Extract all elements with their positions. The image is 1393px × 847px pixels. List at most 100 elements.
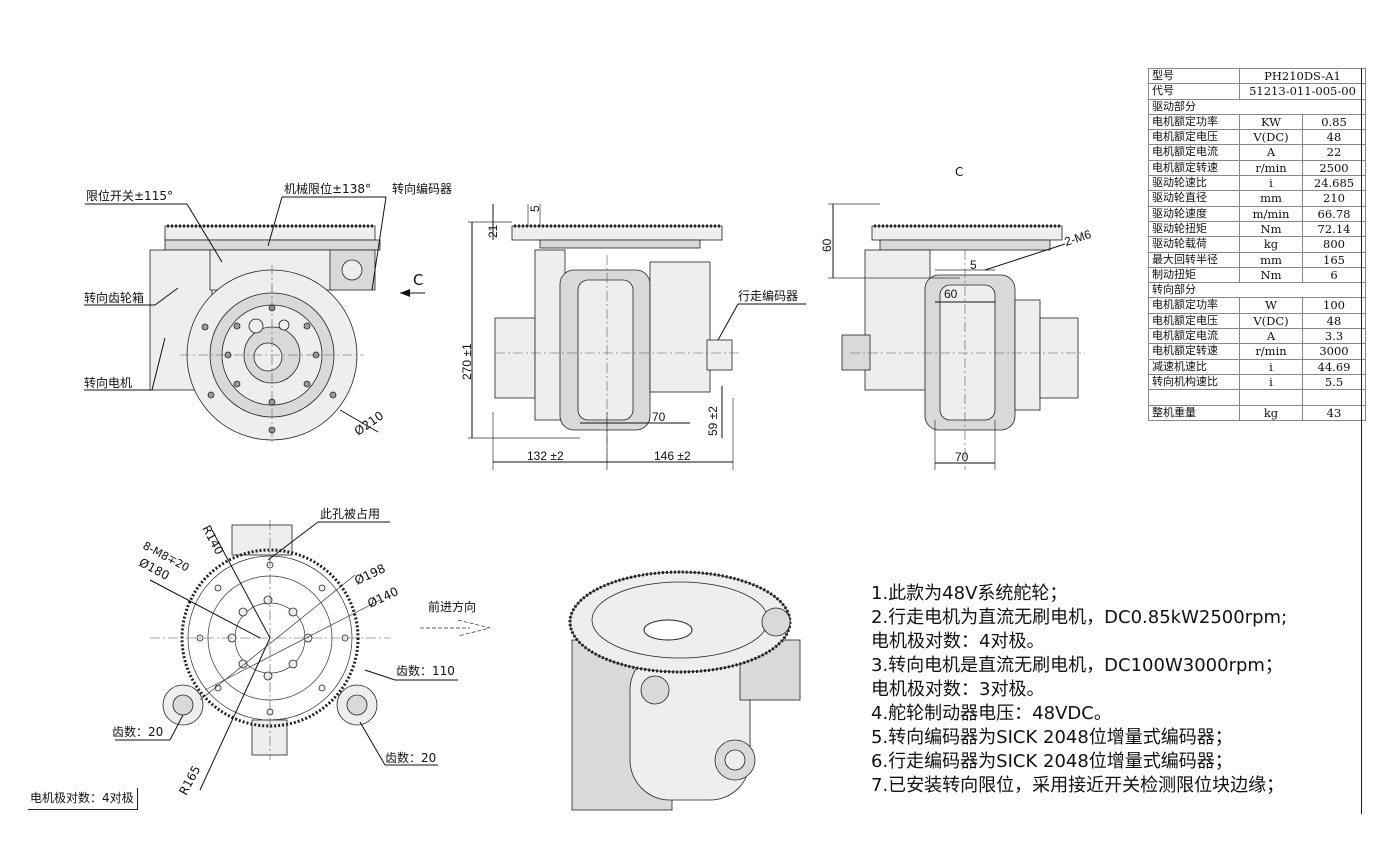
dim-5: 5	[528, 205, 542, 212]
table-row: 转向部分	[1148, 282, 1366, 299]
steer-row-name: 转向机构速比	[1148, 373, 1240, 391]
drive-row-value: 22	[1302, 144, 1366, 161]
weight-row-value: 43	[1302, 404, 1366, 421]
limit-switch-label: 限位开关±115°	[86, 188, 173, 203]
dim-59: 59 ±2	[706, 406, 720, 436]
table-row: 代号 51213-011-005-00	[1148, 83, 1366, 100]
drive-row-name: 电机额定电流	[1148, 144, 1240, 161]
steer-row-unit: A	[1239, 328, 1303, 345]
drive-row-unit: Nm	[1239, 220, 1303, 238]
note-line: 7.已安装转向限位，采用接近开关检测限位块边缘；	[871, 775, 1285, 796]
drive-row-value: 72.14	[1302, 220, 1366, 238]
steer-row-name: 电机额定转速	[1148, 343, 1240, 360]
side-view: 限位开关±115° 机械限位±138° 转向编码器 转向齿轮箱 转向电机 C Ø…	[84, 181, 452, 445]
front-view: 21 5 270 ±1 70 59 ±2 132 ±2 146 ±2 行走编码器	[460, 204, 806, 470]
note-line: 电机极对数：3对极。	[871, 679, 1045, 700]
d140-label: Ø140	[365, 584, 400, 610]
code-value: 51213-011-005-00	[1239, 83, 1366, 100]
steer-section-label: 转向部分	[1148, 282, 1366, 299]
dim-21: 21	[486, 224, 500, 238]
c-thread-label: 2-M6	[1063, 227, 1094, 249]
steer-row-name: 减速机速比	[1148, 358, 1240, 375]
note-line: 5.转向编码器为SICK 2048位增量式编码器；	[871, 727, 1233, 748]
drive-row-unit: mm	[1239, 251, 1303, 268]
drive-row-unit: mm	[1239, 190, 1303, 207]
c-dim-70: 70	[955, 450, 969, 464]
code-label: 代号	[1148, 83, 1240, 100]
drive-row-unit: r/min	[1239, 159, 1303, 177]
steer-row-value: 5.5	[1302, 373, 1366, 391]
table-row	[1148, 389, 1366, 406]
note-line: 1.此款为48V系统舵轮；	[871, 583, 1068, 604]
view-c-arrow-label: C	[413, 271, 423, 289]
steer-encoder-label: 转向编码器	[392, 181, 452, 196]
r165-label: R165	[176, 763, 203, 797]
steer-gearbox-label: 转向齿轮箱	[84, 290, 144, 305]
drive-row-unit: Nm	[1239, 266, 1303, 284]
note-line: 4.舵轮制动器电压：48VDC。	[871, 703, 1112, 724]
travel-encoder-label: 行走编码器	[738, 288, 798, 303]
dim-132: 132 ±2	[527, 449, 564, 463]
c-view: C 60 5 60 70 2-M6	[820, 165, 1093, 470]
top-view: R140 8-M8∓20 Ø180 此孔被占用 Ø198 Ø140 前进方向 齿…	[112, 506, 491, 797]
c-dim-5: 5	[970, 258, 977, 272]
teeth-20-left-label: 齿数：20	[112, 724, 163, 739]
note-line: 3.转向电机是直流无刷电机，DC100W3000rpm；	[871, 655, 1283, 676]
steer-row-name: 电机额定电流	[1148, 328, 1240, 345]
steer-row-unit: i	[1239, 358, 1303, 375]
steer-row-unit: V(DC)	[1239, 312, 1303, 330]
note-line: 2.行走电机为直流无刷电机，DC0.85kW2500rpm;	[871, 607, 1288, 628]
note-line: 电机极对数：4对极。	[871, 631, 1045, 652]
drive-row-unit: KW	[1239, 113, 1303, 131]
steer-row-value: 100	[1302, 297, 1366, 314]
steer-row-unit: i	[1239, 373, 1303, 391]
table-row: 型号 PH210DS-A1	[1148, 67, 1366, 85]
drive-row-name: 驱动轮扭矩	[1148, 220, 1240, 238]
drive-row-name: 驱动轮速比	[1148, 175, 1240, 192]
drive-row-unit: kg	[1239, 236, 1303, 253]
weight-row-unit: kg	[1239, 404, 1303, 421]
drive-row-unit: A	[1239, 144, 1303, 161]
steer-row-value: 48	[1302, 312, 1366, 330]
model-value: PH210DS-A1	[1239, 67, 1366, 85]
drive-row-value: 165	[1302, 251, 1366, 268]
drive-row-name: 驱动轮速度	[1148, 205, 1240, 222]
note-line: 6.行走编码器为SICK 2048位增量式编码器；	[871, 751, 1233, 772]
r140-label: R140	[199, 523, 226, 557]
drive-row-name: 电机额定转速	[1148, 159, 1240, 177]
isometric-view	[568, 570, 801, 811]
dim-70-front: 70	[652, 410, 666, 424]
c-view-title: C	[955, 165, 963, 179]
dim-146: 146 ±2	[654, 449, 691, 463]
drive-row-value: 800	[1302, 236, 1366, 253]
model-label: 型号	[1148, 67, 1240, 85]
drive-row-value: 210	[1302, 190, 1366, 207]
c-dim-60-vertical: 60	[820, 238, 834, 252]
steer-row-name: 电机额定功率	[1148, 297, 1240, 314]
teeth-110-label: 齿数：110	[396, 663, 455, 678]
steer-row-unit: r/min	[1239, 343, 1303, 360]
steer-motor-label: 转向电机	[84, 375, 132, 390]
drive-row-name: 电机额定电压	[1148, 129, 1240, 146]
steer-row-value: 3.3	[1302, 328, 1366, 345]
diameter-210-label: Ø210	[352, 408, 387, 438]
drive-row-unit: i	[1239, 175, 1303, 192]
drive-row-name: 最大回转半径	[1148, 251, 1240, 268]
technical-notes: 1.此款为48V系统舵轮； 2.行走电机为直流无刷电机，DC0.85kW2500…	[871, 582, 1287, 798]
